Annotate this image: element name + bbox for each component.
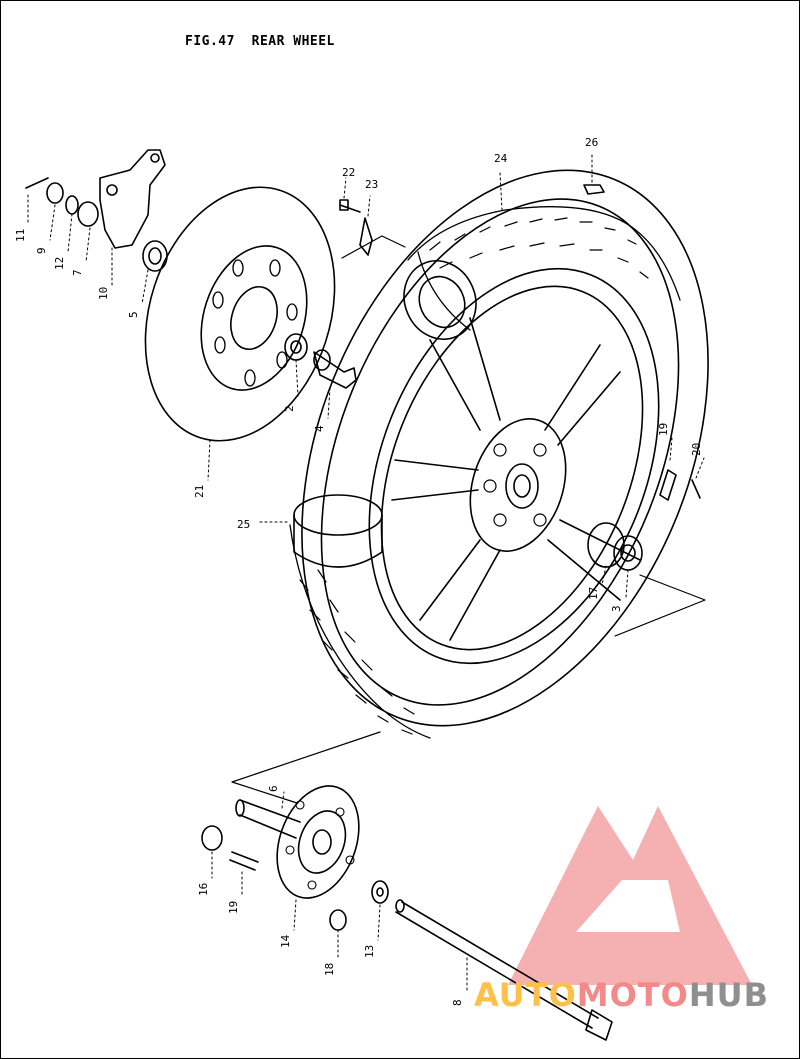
lock-washer-23 [359, 217, 373, 256]
sprocket-mounting-drum-14 [276, 785, 360, 899]
part-label: 21 [193, 485, 206, 498]
stud-19 [229, 851, 259, 871]
part-label: 19 [657, 423, 670, 436]
part-label: 8 [451, 999, 464, 1006]
caliper-bracket [99, 149, 166, 249]
part-label: 16 [197, 883, 210, 896]
balance-weight-19-upper [659, 469, 677, 501]
part-label: 17 [587, 587, 600, 600]
part-label: 25 [237, 518, 250, 531]
part-label: 20 [690, 443, 703, 456]
figure-title: FIG.47 REAR WHEEL [185, 34, 335, 49]
wheel-hub [469, 418, 567, 552]
nut-9 [46, 182, 64, 204]
rear-tire [289, 169, 709, 739]
screw-20 [691, 479, 701, 499]
rear-axle [395, 899, 613, 1041]
part-label: 11 [14, 229, 27, 242]
sprocket-shaft-6 [235, 799, 301, 839]
watermark-moto: MOTO [576, 976, 689, 1014]
part-label: 9 [35, 247, 48, 254]
part-label: 2 [283, 405, 296, 412]
watermark-hub: HUB [688, 976, 770, 1014]
part-label: 23 [365, 178, 378, 191]
part-label: 7 [71, 269, 84, 276]
part-label: 19 [227, 901, 240, 914]
part-label: 18 [323, 963, 336, 976]
valve-26 [583, 184, 605, 195]
part-label: 13 [363, 945, 376, 958]
nut-16 [201, 825, 223, 851]
part-label: 12 [53, 257, 66, 270]
spacer-4 [313, 349, 357, 389]
bolt-11 [25, 177, 49, 189]
leader-lines [27, 154, 705, 991]
part-label: 3 [610, 605, 623, 612]
part-label: 14 [279, 934, 292, 948]
part-label: 10 [97, 287, 110, 300]
nut-18 [329, 909, 347, 931]
part-label: 5 [127, 311, 140, 318]
collar-7 [77, 201, 99, 227]
watermark-logo [508, 806, 752, 985]
assembly-guide-lines [231, 235, 706, 804]
part-label: 22 [342, 166, 355, 179]
wheel-rim [368, 267, 660, 665]
washer-13 [371, 880, 389, 904]
watermark-auto: AUTO [474, 976, 577, 1014]
part-label: 26 [585, 136, 598, 149]
bolt-22 [339, 199, 361, 213]
part-label: 4 [313, 425, 326, 432]
part-number-labels: 2 3 4 5 6 7 8 9 10 11 12 13 14 16 17 18 … [14, 136, 703, 1006]
brake-disc [144, 186, 336, 442]
wheel-spokes [391, 317, 641, 641]
washer-12 [65, 195, 79, 215]
part-label: 6 [267, 785, 280, 792]
spacer-5 [142, 240, 168, 272]
part-label: 24 [494, 152, 508, 165]
watermark-text: AUTOMOTOHUB [474, 976, 769, 1014]
